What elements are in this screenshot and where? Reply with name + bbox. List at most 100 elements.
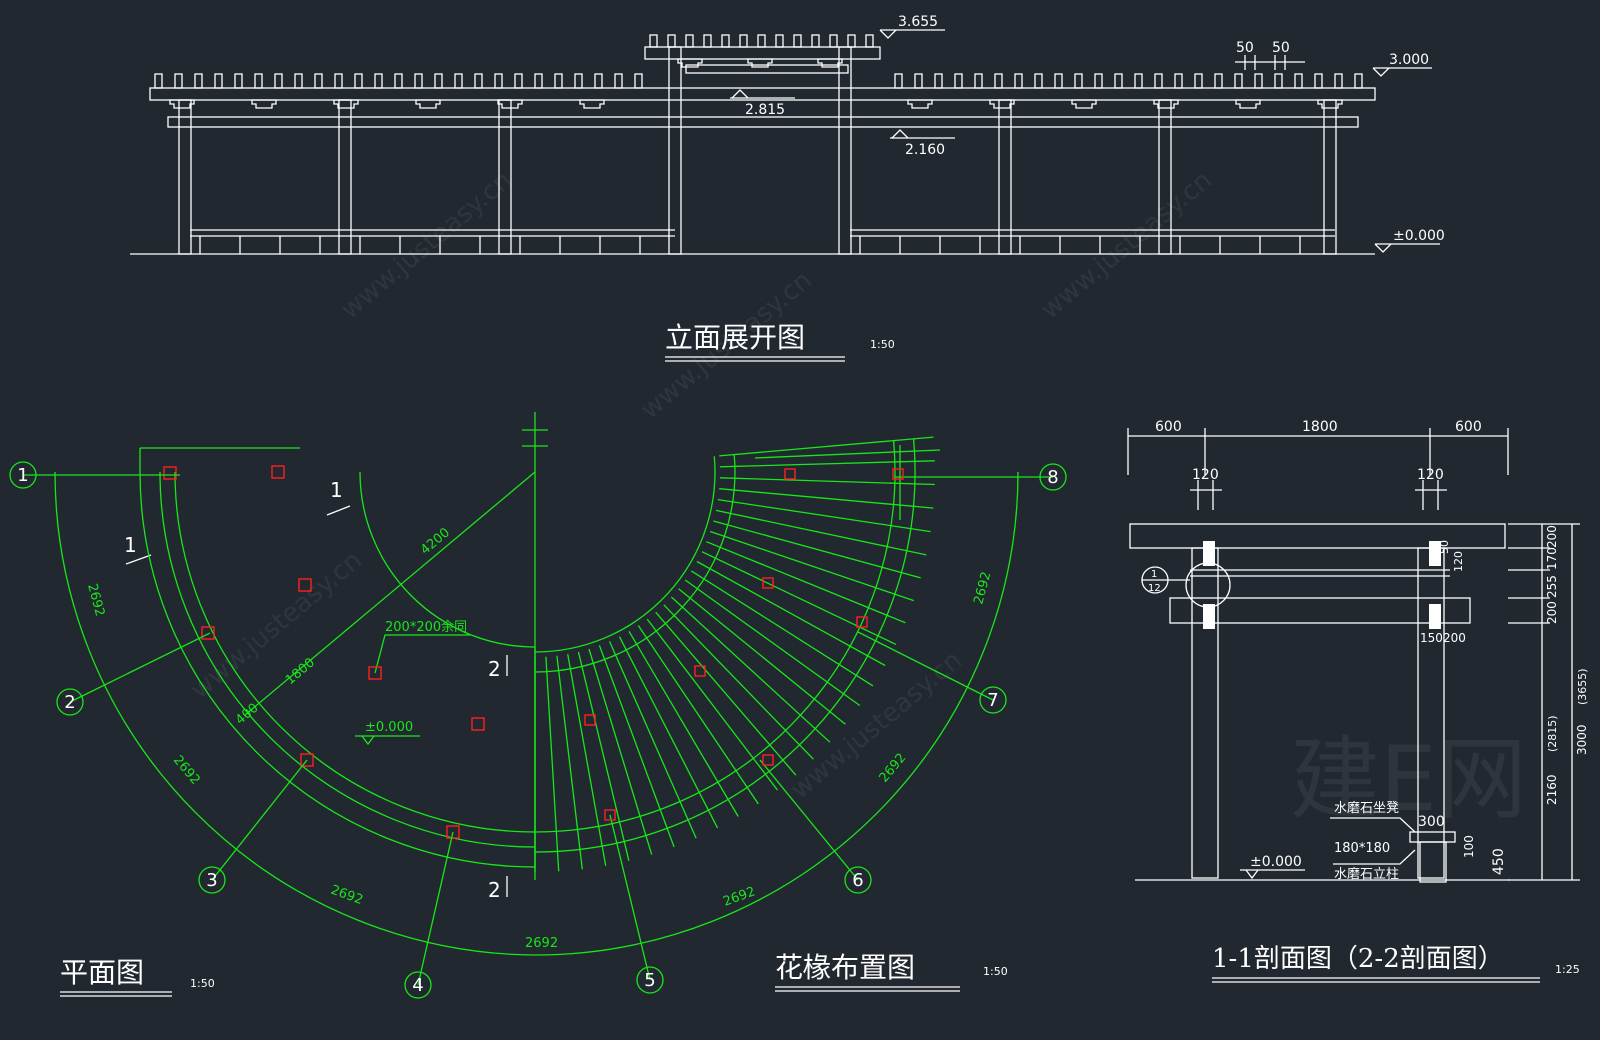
elevation-rafter: [994, 73, 1003, 89]
section-drawing: 600 1800 600 120 120 1 12: [1127, 419, 1589, 983]
level-lintel-label: 2.160: [905, 142, 945, 158]
rafter-line: [637, 625, 759, 805]
axis-bubble: [198, 866, 226, 894]
elevation-rafter: [254, 73, 263, 89]
elevation-post: [1323, 99, 1337, 255]
elevation-bracket: [1235, 99, 1261, 109]
radius-dim-label: 4200: [418, 525, 453, 558]
elevation-rafter: [394, 73, 403, 89]
rafter-line: [678, 588, 846, 725]
rafter-line: [556, 655, 583, 870]
rafter-plan-scale: 1:50: [983, 965, 1008, 978]
elevation-rafter: [374, 73, 383, 89]
axis-bubble: [844, 866, 872, 894]
lower-beam: [167, 116, 1359, 128]
detail-ref-num: 1: [1151, 569, 1157, 580]
elevation-rafter: [865, 34, 874, 48]
detail-reference: 1 12: [1141, 566, 1190, 594]
watermark-url: www.justeasy.cn: [185, 545, 368, 705]
elevation-bracket: [907, 99, 933, 109]
section-mark-label: 2: [488, 878, 501, 902]
elevation-rafter: [1354, 73, 1363, 89]
raised-beam: [644, 46, 881, 60]
rafter-line: [706, 541, 906, 624]
elevation-rafter: [574, 73, 583, 89]
seat-dim: 300: [1418, 814, 1445, 830]
rafter-line: [715, 509, 927, 556]
axis-label: 1: [17, 465, 28, 486]
seat-dim: 100: [1462, 835, 1476, 858]
rafter-column: [604, 809, 616, 821]
elevation-rafter: [793, 34, 802, 48]
axis-label: 6: [852, 870, 863, 891]
elevation-bracket: [747, 58, 773, 68]
plan-arc: [159, 471, 536, 848]
arc-dim-label: 2692: [329, 883, 365, 908]
note-size: 180*180: [1334, 841, 1390, 856]
elevation-rafter: [634, 73, 643, 89]
plan-column: [201, 626, 215, 640]
elevation-rafter: [974, 73, 983, 89]
elevation-rafter: [1134, 73, 1143, 89]
elevation-rafter: [534, 73, 543, 89]
rafter-column: [762, 577, 774, 589]
rafter-line: [628, 630, 739, 817]
detail-ref-den: 12: [1148, 583, 1161, 594]
elevation-post: [178, 99, 192, 255]
axis-bubble: [1039, 463, 1067, 491]
section-mark-label: 2: [488, 657, 501, 681]
post-dim-left: 120: [1192, 467, 1219, 483]
plan-arc: [174, 471, 536, 833]
small-dim: 120: [1452, 551, 1465, 572]
level-marker-beam: 2.815: [730, 89, 795, 118]
elevation-bracket: [497, 99, 523, 109]
elevation-rafter: [1214, 73, 1223, 89]
elevation-title: 立面展开图: [665, 321, 805, 354]
rafter-column: [784, 468, 796, 480]
arc-dim-label: 2692: [525, 936, 558, 951]
detail-dim: 150: [1420, 631, 1443, 645]
watermark-logo: 建E网: [1290, 727, 1527, 832]
rafter-line: [618, 636, 719, 829]
rafter-line: [719, 488, 934, 509]
rafter-line: [709, 530, 915, 602]
elevation-bracket: [169, 99, 195, 109]
elevation-rafter: [703, 34, 712, 48]
rafter-line: [701, 551, 897, 645]
rafter-line: [713, 520, 921, 579]
elevation-rafter: [1014, 73, 1023, 89]
small-dim: 50: [1438, 540, 1451, 554]
rafter-column: [892, 468, 904, 480]
section-mark-label: 1: [124, 533, 137, 557]
right-dim: (3655): [1576, 668, 1589, 705]
elevation-rafter: [1334, 73, 1343, 89]
elevation-rafter: [1094, 73, 1103, 89]
axis-bubble: [979, 686, 1007, 714]
rafter-column: [762, 754, 774, 766]
axis-bubble: [636, 966, 664, 994]
elevation-rafter: [334, 73, 343, 89]
top-beam: [1129, 523, 1506, 549]
right-dim: 2160: [1545, 774, 1559, 805]
elevation-rafter: [554, 73, 563, 89]
rafter-line: [670, 596, 831, 743]
rafter-line: [598, 645, 675, 848]
level-top-label: 3.655: [898, 14, 938, 30]
elevation-post: [998, 99, 1012, 255]
top-dim-center: 1800: [1302, 419, 1338, 435]
axis-leader: [759, 759, 859, 881]
elevation-bracket: [817, 58, 843, 68]
level-triangle: [1245, 869, 1259, 880]
axis-label: 5: [644, 970, 655, 991]
top-dim-right: 600: [1455, 419, 1482, 435]
rafter-line: [588, 648, 653, 855]
rafter-end: [1203, 604, 1215, 629]
elevation-rafter: [1054, 73, 1063, 89]
seat-top: [1409, 831, 1456, 843]
rafter-line: [690, 570, 874, 687]
axis-label: 7: [987, 690, 998, 711]
rafter-line: [608, 641, 697, 839]
raised-lintel: [685, 64, 849, 74]
plan-arc: [139, 471, 536, 868]
